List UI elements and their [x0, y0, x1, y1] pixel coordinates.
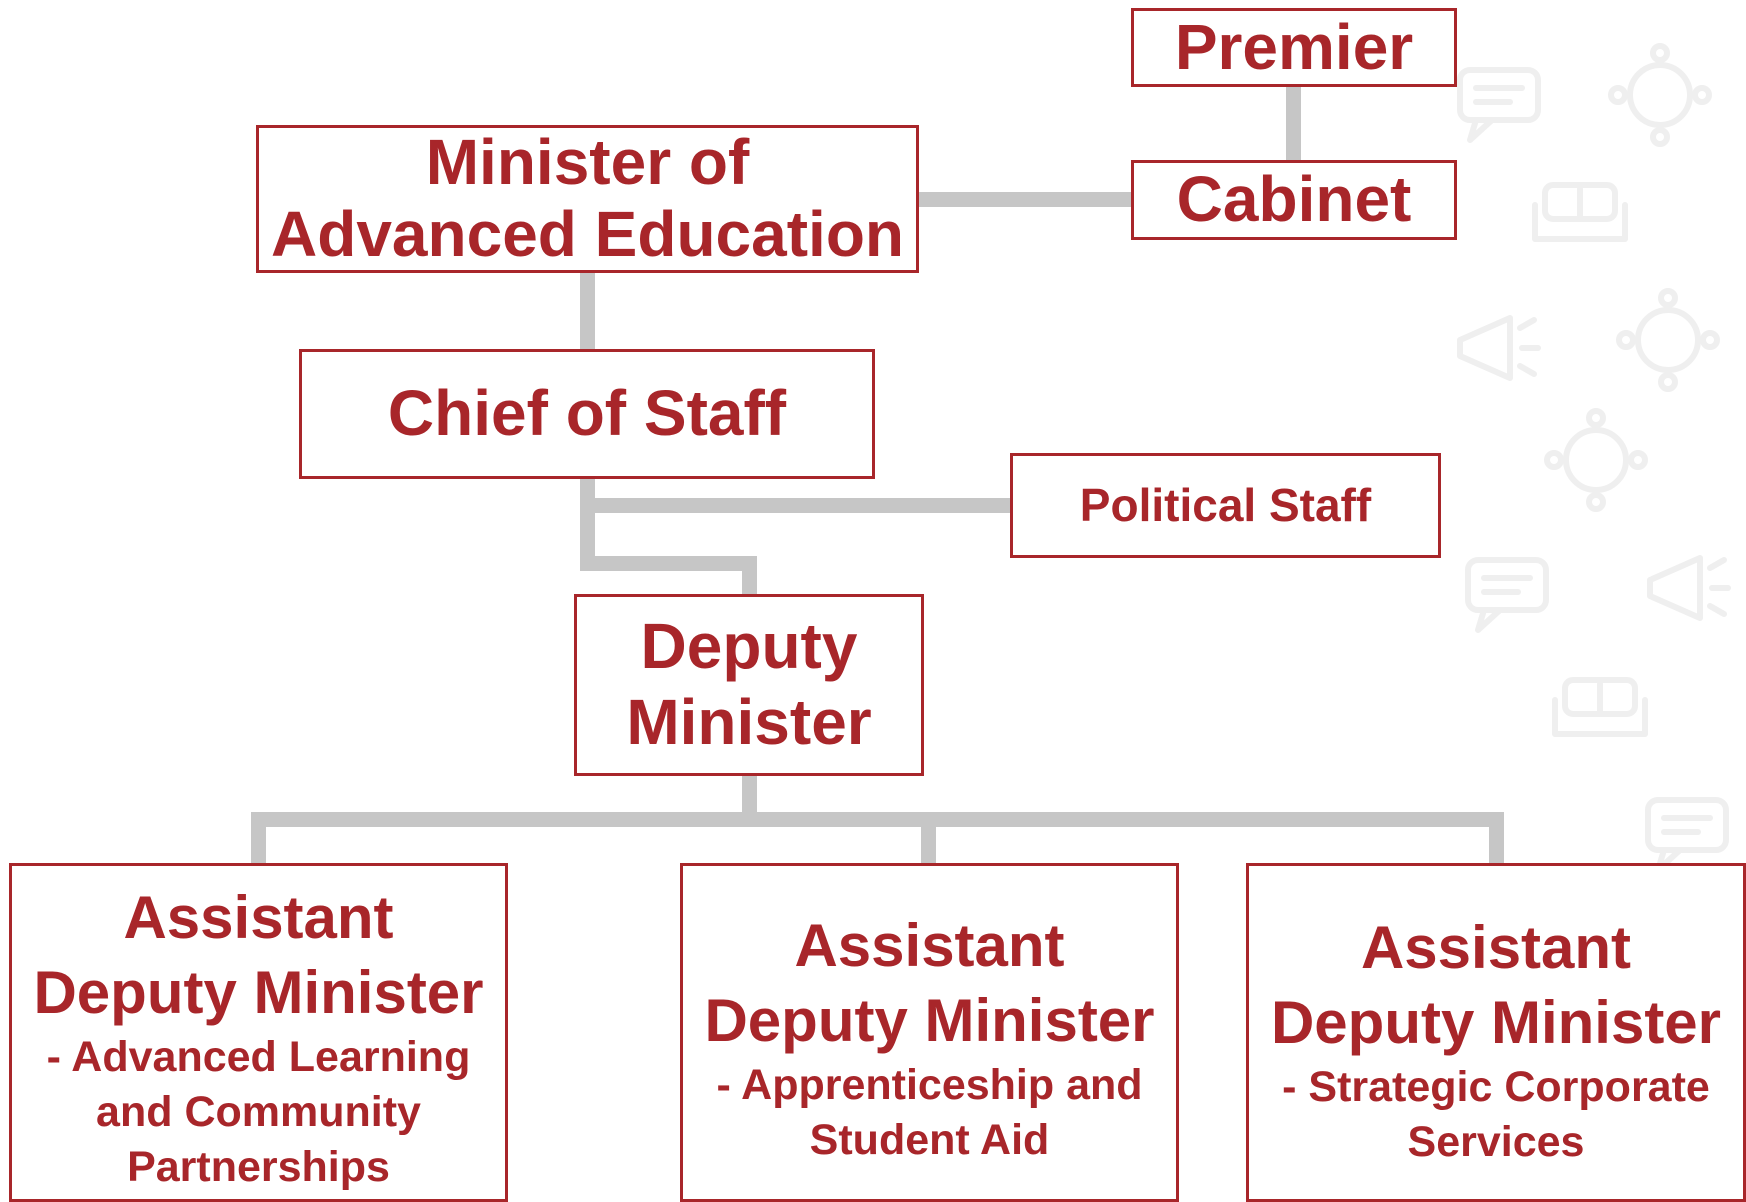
chat-bubble-icon	[1465, 557, 1549, 633]
megaphone-icon	[1647, 555, 1731, 621]
connector-adm-3	[1489, 812, 1504, 866]
connector-minister-cabinet	[918, 192, 1132, 207]
meeting-table-icon	[1616, 288, 1720, 392]
node-premier: Premier	[1131, 8, 1457, 87]
node-minister-label: Minister of Advanced Education	[271, 126, 904, 270]
node-deputy-minister-label: Deputy Minister	[626, 610, 872, 758]
node-cabinet: Cabinet	[1131, 160, 1457, 240]
connector-chief-political	[580, 498, 1012, 513]
node-minister: Minister of Advanced Education	[256, 125, 919, 273]
node-adm-apprenticeship: Assistant Deputy Minister - Apprenticesh…	[680, 863, 1179, 1202]
connector-deputy-trunk	[742, 774, 757, 824]
node-adm-advanced-learning: Assistant Deputy Minister - Advanced Lea…	[9, 863, 508, 1202]
meeting-table-icon	[1608, 43, 1712, 147]
node-adm-strategic-corporate-title: Assistant Deputy Minister	[1270, 914, 1722, 1056]
node-adm-advanced-learning-division: - Advanced Learning and Community Partne…	[46, 1033, 471, 1192]
node-adm-apprenticeship-title: Assistant Deputy Minister	[704, 912, 1155, 1054]
connector-chief-deputy-horizontal	[580, 556, 757, 571]
connector-adm-1	[251, 812, 266, 866]
node-adm-strategic-corporate-division: - Strategic Corporate Services	[1282, 1063, 1710, 1167]
node-adm-strategic-corporate: Assistant Deputy Minister - Strategic Co…	[1246, 863, 1746, 1202]
meeting-table-icon	[1544, 408, 1648, 512]
node-premier-label: Premier	[1174, 10, 1414, 83]
chat-bubble-icon	[1645, 797, 1729, 873]
megaphone-icon	[1457, 315, 1541, 381]
connector-adm-bus	[251, 812, 1504, 827]
node-adm-apprenticeship-division: - Apprenticeship and Student Aid	[716, 1061, 1143, 1165]
sofa-icon	[1552, 677, 1648, 737]
node-chief-of-staff-label: Chief of Staff	[387, 377, 787, 450]
connector-premier-cabinet	[1286, 85, 1301, 163]
connector-chief-deputy-vertical	[742, 556, 757, 596]
node-chief-of-staff: Chief of Staff	[299, 349, 875, 479]
node-deputy-minister: Deputy Minister	[574, 594, 924, 776]
connector-minister-chief	[580, 270, 595, 352]
sofa-icon	[1532, 182, 1628, 242]
node-adm-advanced-learning-title: Assistant Deputy Minister	[33, 884, 484, 1026]
node-political-staff-label: Political Staff	[1079, 479, 1372, 532]
node-cabinet-label: Cabinet	[1176, 163, 1412, 236]
connector-adm-2	[921, 812, 936, 866]
chat-bubble-icon	[1457, 67, 1541, 143]
node-political-staff: Political Staff	[1010, 453, 1441, 558]
